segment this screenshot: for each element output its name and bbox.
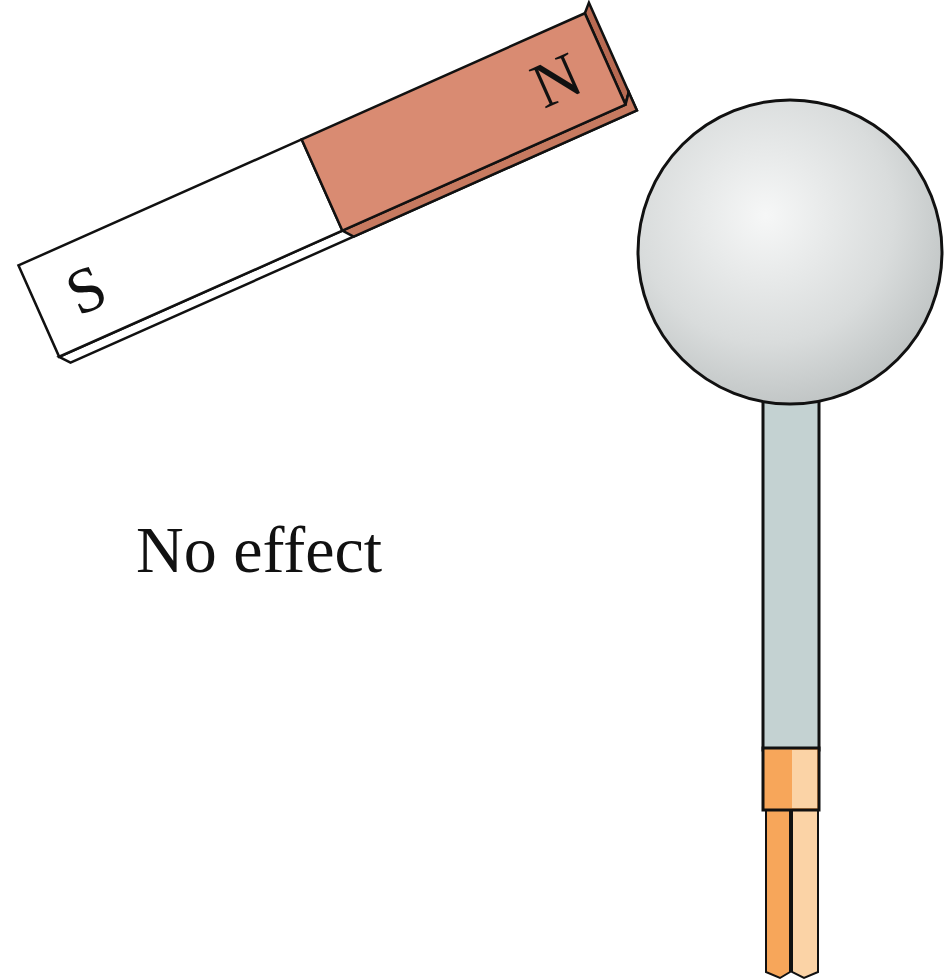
pole-letter: S (57, 254, 116, 327)
bar-magnet (15, 3, 637, 366)
pole-letter: N (523, 42, 591, 119)
north-pole: N (302, 13, 626, 230)
rod-highlight (792, 750, 817, 808)
leaf (792, 808, 818, 978)
south-pole: S (18, 139, 342, 356)
electroscope (638, 100, 942, 978)
sphere (638, 100, 942, 404)
south-half (18, 139, 342, 356)
rod-metal (763, 748, 819, 810)
caption-note: No effect (136, 512, 382, 588)
rod (763, 390, 819, 750)
north-half (302, 13, 626, 230)
magnet-side (15, 3, 633, 357)
leaf (766, 808, 790, 978)
